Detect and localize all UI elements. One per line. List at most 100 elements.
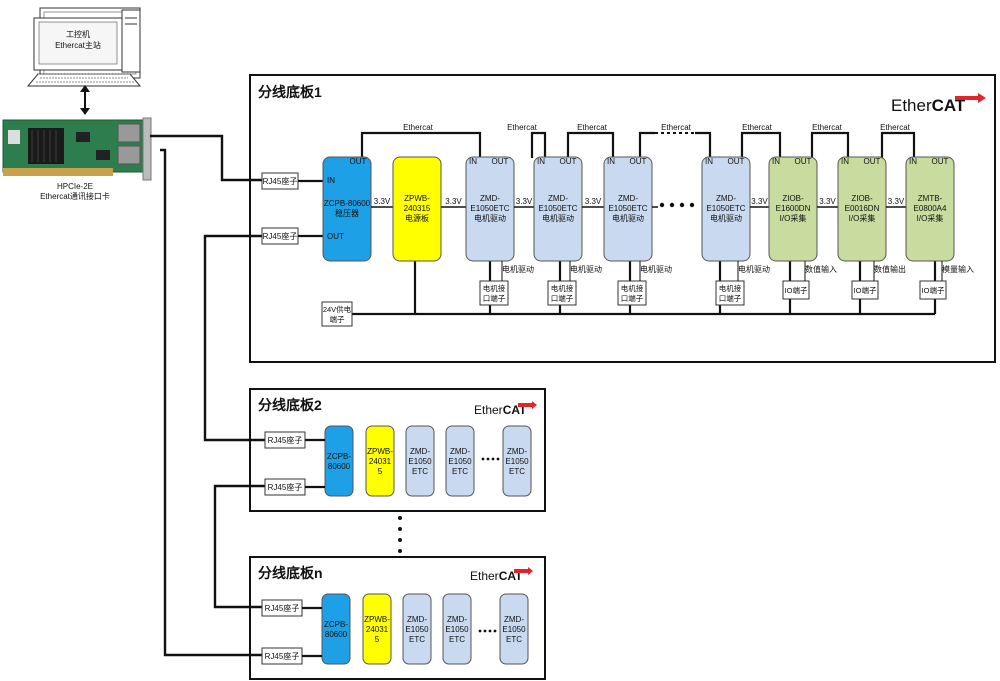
module-label-line: 电机驱动 [542,213,574,223]
module-body [322,156,372,262]
module-body [445,425,475,497]
board2-rj45-in-label: RJ45座子 [268,435,303,445]
bottom-signal-label: 电机驱动 [570,264,602,274]
svg-text:Ethercat: Ethercat [812,123,843,132]
bottom-signal-label: 数值输入 [805,264,837,274]
svg-text:Ethercat: Ethercat [577,123,608,132]
terminal-label: 口端子 [551,293,574,303]
port-out: OUT [728,157,745,166]
module-label-line: E1050 [448,457,472,466]
power-terminal-label-2: 端子 [330,314,345,324]
module-label-line: ETC [506,635,522,644]
svg-text:Ethercat: Ethercat [742,123,773,132]
module-label-line: ZMD- [450,447,470,456]
voltage-label: 3.3V [751,197,768,206]
module-body [499,593,529,665]
network-cables [150,134,265,657]
module-label-line: 24031 [369,457,392,466]
module-label-line: ZMD- [447,615,467,624]
module-body [405,425,435,497]
module-label-line: 24031 [366,625,389,634]
module-body [905,156,955,262]
module-label-line: 电机驱动 [474,213,506,223]
module-label-line: E1050 [502,625,526,634]
voltage-label: 3.3V [585,197,602,206]
module-body [502,425,532,497]
module-label-line: I/O采集 [780,213,807,223]
terminal-block [479,280,509,306]
module-label-line: E1050ETC [538,204,577,213]
bottom-signal-label: 模量输入 [942,264,974,274]
module-label-line: ZPWB- [404,194,430,203]
board2-frame [249,388,546,512]
module-label-line: E1600DN [776,204,811,213]
module-body [365,425,395,497]
module-label-line: 电机驱动 [612,213,644,223]
card-desc: Ethercat通讯接口卡 [40,191,110,201]
module-label-line: E0800A4 [914,204,947,213]
power-terminal-label-1: 24V供电 [323,304,352,314]
terminal-label: 电机接 [483,283,506,293]
board2-title: 分线底板2 [258,397,322,413]
board2-module-3: ZMD-E1050ETC [405,425,435,497]
svg-text:Ethercat: Ethercat [661,123,692,132]
card-name: HPCIe-2E [57,182,93,191]
terminal-label: IO端子 [785,285,808,295]
terminal-label: 电机接 [551,283,574,293]
port-in: IN [705,157,713,166]
module-label-line: E1050ETC [470,204,509,213]
module-label-line: I/O采集 [849,213,876,223]
module-label-line: ZCPB-80600 [324,199,371,208]
module-label-line: 80600 [328,462,351,471]
boardn-rj45-in-label: RJ45座子 [265,603,300,613]
module-label-line: ZMD- [504,615,524,624]
module-label-line: ZIOB- [782,194,804,203]
svg-text:Ethercat: Ethercat [507,123,538,132]
module-label-line: ZCPB- [327,452,351,461]
module-body [768,156,818,262]
module-label-line: 240315 [404,204,431,213]
port-out: OUT [795,157,812,166]
module-body [465,156,515,262]
module-label-line: ZMTB- [918,194,943,203]
module-body [837,156,887,262]
boardn-title: 分线底板n [258,565,323,581]
port-in: IN [327,176,335,185]
boardn-module-4: ZMD-E1050ETC [442,593,472,665]
port-out: OUT [560,157,577,166]
module-label-line: E1050 [405,625,429,634]
terminal-label: 电机接 [621,283,644,293]
voltage-label: 3.3V [819,197,836,206]
terminal-label: IO端子 [854,285,877,295]
terminal-label: 口端子 [483,293,506,303]
port-out-top: OUT [350,157,367,166]
terminal-block [919,280,947,300]
voltage-label: 3.3V [888,197,905,206]
module-label-line: ZMD- [410,447,430,456]
voltage-label: 3.3V [445,197,462,206]
module-label-line: E0016DN [845,204,880,213]
board1-more-drivers-dots [659,202,695,208]
module-body [701,156,751,262]
module-label-line: ETC [409,635,425,644]
port-in: IN [772,157,780,166]
bottom-signal-label: 电机驱动 [502,264,534,274]
module-label-line: ZMD- [548,194,568,203]
port-in: IN [537,157,545,166]
boardn-rj45-out-label: RJ45座子 [265,651,300,661]
board2-modules: ZCPB-80600ZPWB-240315ZMD-E1050ETCZMD-E10… [324,425,532,497]
port-out: OUT [932,157,949,166]
bottom-signal-label: 电机驱动 [738,264,770,274]
module-body [603,156,653,262]
board1-ethercat-link-labels: Ethercat Ethercat Ethercat Ethercat Ethe… [403,123,911,132]
svg-text:Ethercat: Ethercat [403,123,434,132]
ethercat-logo-board2: EtherCAT [474,401,537,417]
board1-title: 分线底板1 [258,84,322,100]
